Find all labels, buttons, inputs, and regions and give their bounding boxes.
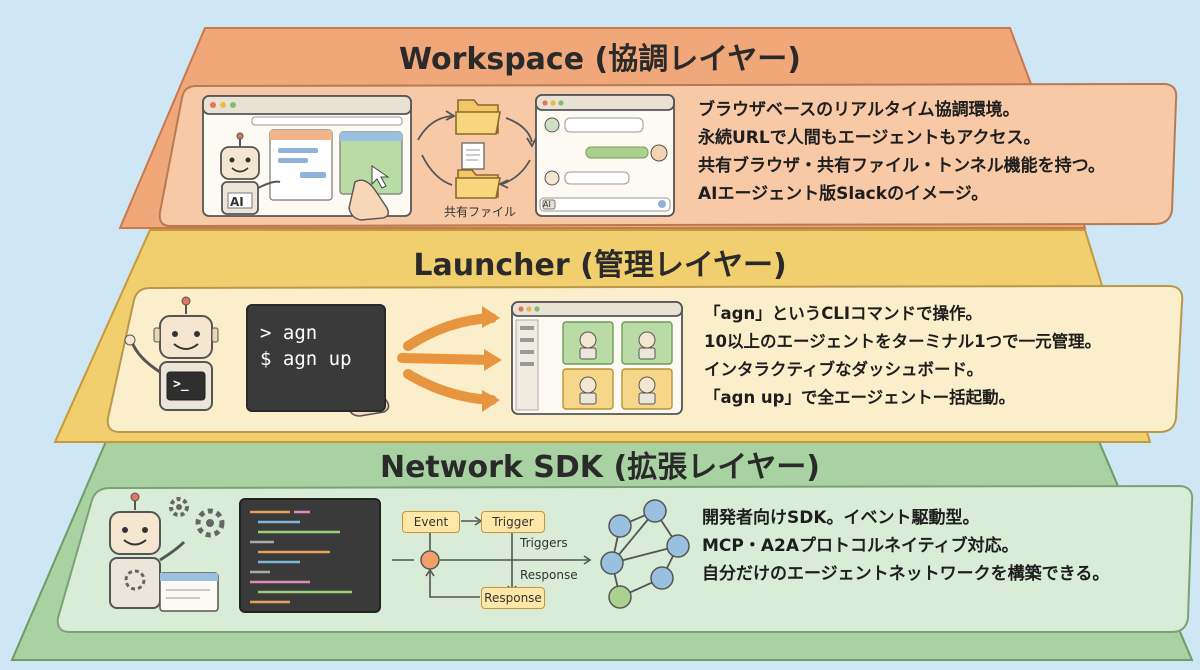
flow-response-box: Response [481,587,545,609]
sdk-robot-illustration [109,492,186,609]
flow-event-box: Event [402,511,460,533]
workspace-line: AIエージェント版Slackのイメージ。 [698,184,989,204]
gear-icon [169,497,225,538]
launcher-title: Launcher (管理レイヤー) [413,248,787,283]
event-flow-connectors [392,516,592,598]
launcher-line: 10以上のエージェントをターミナル1つで一元管理。 [704,332,1102,351]
flow-triggers-label: Triggers [520,536,568,550]
launcher-line: インタラクティブなダッシュボード。 [704,360,984,379]
shared-browser-illustration [202,95,412,221]
launcher-description: 「agn」というCLIコマンドで操作。 10以上のエージェントをターミナル1つで… [704,300,1101,412]
code-editor-illustration [239,498,381,613]
sdk-title: Network SDK (拡張レイヤー) [379,450,821,485]
launcher-arrows [397,306,502,412]
sdk-mini-window [159,572,219,612]
robot-badge: AI [230,195,244,209]
terminal-line: $ agn up [260,348,352,370]
robot-screen-prompt: >_ [173,377,189,392]
launcher-line: 「agn up」で全エージェントー括起動。 [704,388,1016,407]
workspace-description: ブラウザベースのリアルタイム協調環境。 永続URLで人間もエージェントもアクセス… [698,96,1105,208]
shared-files-label: 共有ファイル [444,205,517,219]
sdk-line: MCP・A2Aプロトコルネイティブ対応。 [702,536,1019,556]
sdk-description: 開発者向けSDK。イベント駆動型。 MCP・A2Aプロトコルネイティブ対応。 自… [702,504,1109,588]
flow-response-label: Response [520,568,578,582]
launcher-line: 「agn」というCLIコマンドで操作。 [704,304,982,323]
launcher-robot-illustration [124,296,219,411]
terminal-window: > agn $ agn up [246,304,386,412]
sdk-line: 開発者向けSDK。イベント駆動型。 [702,508,980,528]
terminal-line: > agn [260,322,318,344]
ai-robot-illustration [220,132,281,215]
sdk-line: 自分だけのエージェントネットワークを構築できる。 [702,564,1110,584]
dashboard-illustration [511,301,683,415]
flow-trigger-box: Trigger [481,511,545,533]
chat-input-badge: AI [543,200,551,209]
workspace-line: ブラウザベースのリアルタイム協調環境。 [698,100,1020,120]
chat-window-illustration [535,94,675,217]
workspace-title: Workspace (協調レイヤー) [398,42,802,77]
flow-node [420,550,440,570]
workspace-line: 共有ブラウザ・共有ファイル・トンネル機能を持つ。 [698,156,1105,176]
workspace-line: 永続URLで人間もエージェントもアクセス。 [698,128,1041,148]
shared-files-illustration [417,99,537,199]
agent-network-graph [600,499,690,609]
